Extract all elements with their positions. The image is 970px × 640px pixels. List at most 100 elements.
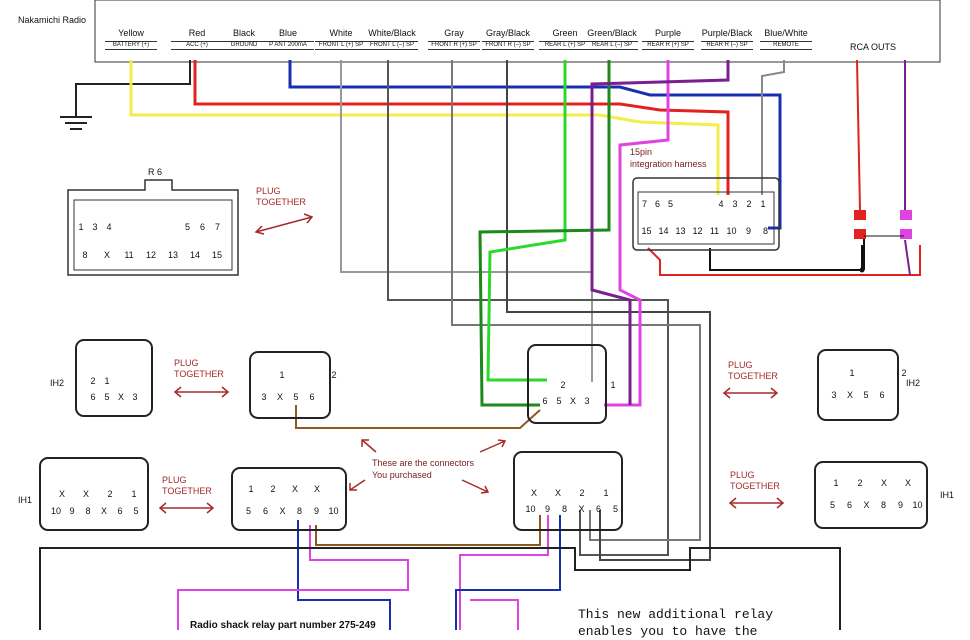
- wire-color-label: Gray: [444, 28, 464, 38]
- r6-connector: [67, 179, 239, 276]
- ih1-mate-pin: 1: [248, 484, 254, 494]
- ih2-pin: 2: [90, 376, 96, 386]
- ih2-right-pin: 2: [901, 368, 907, 378]
- ih1-pin: X: [58, 489, 65, 499]
- ih1-female-left: [39, 457, 149, 531]
- ih1-pin: 2: [107, 489, 113, 499]
- ih1-pin: 9: [69, 506, 75, 516]
- ih2-right-pin: 6: [879, 390, 885, 400]
- wire-magenta-right2: [470, 599, 519, 630]
- ih1-female-center: [513, 451, 623, 531]
- ih1-pin: 5: [133, 506, 139, 516]
- r6-pin: 13: [167, 250, 178, 260]
- ih2-label-right: IH2: [906, 378, 921, 388]
- ih1-mate-pin: 8: [296, 506, 302, 516]
- ih1-mate-pin: X: [313, 484, 320, 494]
- rca-plug-red-lower: [854, 229, 866, 239]
- ih2-right-pin: 3: [831, 390, 837, 400]
- ih1-center-pin: X: [530, 488, 537, 498]
- ih1-pin: 8: [85, 506, 91, 516]
- r6-pin: 1: [78, 222, 84, 232]
- wire-function-label: ACC (+): [171, 41, 223, 50]
- ih1-right-pin: X: [904, 478, 911, 488]
- wire-function-label: GROUND: [218, 41, 270, 50]
- r6-pin: 5: [184, 222, 190, 232]
- ih1-center-pin: 1: [603, 488, 609, 498]
- wire-function-label: REAR R (–) SP: [701, 41, 753, 50]
- wire-color-label: Gray/Black: [485, 28, 530, 38]
- harness-pin: 11: [709, 226, 720, 236]
- wire-color-label: Blue/White: [764, 28, 808, 38]
- ih1-male-left: [231, 467, 347, 531]
- ih2-female-center: [527, 344, 607, 424]
- wire-magenta-right: [459, 515, 549, 630]
- radio-header-box: [94, 0, 941, 63]
- ih2-male-right: [817, 349, 899, 421]
- r6-pin: 7: [214, 222, 220, 232]
- harness-pin: 8: [762, 226, 768, 236]
- ih1-pin: X: [100, 506, 107, 516]
- wire-function-label: FRONT R (–) SP: [482, 41, 534, 50]
- wire-color-label: Black: [232, 28, 255, 38]
- ih1-center-pin: 5: [612, 504, 618, 514]
- ih1-center-pin: 10: [525, 504, 536, 514]
- r6-pin: 12: [145, 250, 156, 260]
- ih1-mate-pin: 10: [328, 506, 339, 516]
- wire-color-label: Purple/Black: [701, 28, 753, 38]
- rca-outs-label: RCA OUTS: [850, 42, 897, 52]
- r6-pin: 3: [92, 222, 98, 232]
- harness-pin: 15: [641, 226, 652, 236]
- harness-pin: 14: [658, 226, 669, 236]
- harness-pin: 3: [732, 199, 738, 209]
- wire-yellow: [129, 60, 720, 195]
- harness-pin: 13: [675, 226, 686, 236]
- ih1-right-pin: 10: [912, 500, 923, 510]
- r6-pin: 4: [106, 222, 112, 232]
- wire-function-label: REAR L (+) SP: [539, 41, 591, 50]
- wire-black-harness: [709, 245, 863, 271]
- ih2-mate-pin: 3: [261, 392, 267, 402]
- wire-navy-left: [297, 520, 391, 630]
- ih2-right-pin: X: [846, 390, 853, 400]
- ih2-mate-pin: X: [276, 392, 283, 402]
- ih1-pin: 1: [131, 489, 137, 499]
- ih2-pin: 5: [104, 392, 110, 402]
- ih2-mate-pin: 6: [309, 392, 315, 402]
- harness-pin: 5: [667, 199, 673, 209]
- wire-purple: [590, 60, 730, 405]
- ih1-center-pin: 8: [561, 504, 567, 514]
- wire-blue-white: [761, 60, 785, 195]
- wire-red: [193, 60, 730, 195]
- wire-color-label: Blue: [278, 28, 297, 38]
- ih1-right-pin: 9: [897, 500, 903, 510]
- wire-brown-ih2: [295, 405, 541, 429]
- harness-pin: 10: [726, 226, 737, 236]
- ih1-center-pin: X: [554, 488, 561, 498]
- ih1-mate-pin: 2: [270, 484, 276, 494]
- ih1-center-pin: 9: [544, 504, 550, 514]
- wire-dark-green: [478, 60, 611, 407]
- wire-rca-red: [856, 59, 861, 211]
- ih2-center-pin: X: [569, 396, 576, 406]
- ih1-pin: 10: [50, 506, 61, 516]
- wire-color-label: Yellow: [118, 28, 144, 38]
- ih1-mate-pin: 6: [262, 506, 268, 516]
- ih1-right-pin: 5: [829, 500, 835, 510]
- harness-pin: 12: [692, 226, 703, 236]
- wire-gray: [451, 60, 701, 541]
- ih2-mate-pin: 2: [331, 370, 337, 380]
- wire-function-label: P ANT 200mA: [262, 41, 314, 50]
- ih1-mate-pin: X: [291, 484, 298, 494]
- ih1-right-pin: 8: [880, 500, 886, 510]
- ih2-right-pin: 5: [863, 390, 869, 400]
- ih2-right-pin: 1: [849, 368, 855, 378]
- harness-pin: 9: [745, 226, 751, 236]
- relay-part-note: Radio shack relay part number 275-249: [190, 620, 376, 631]
- wire-color-label: Green/Black: [587, 28, 637, 38]
- ih2-male-left: [249, 351, 331, 419]
- wire-function-label: BATTERY (+): [105, 41, 157, 50]
